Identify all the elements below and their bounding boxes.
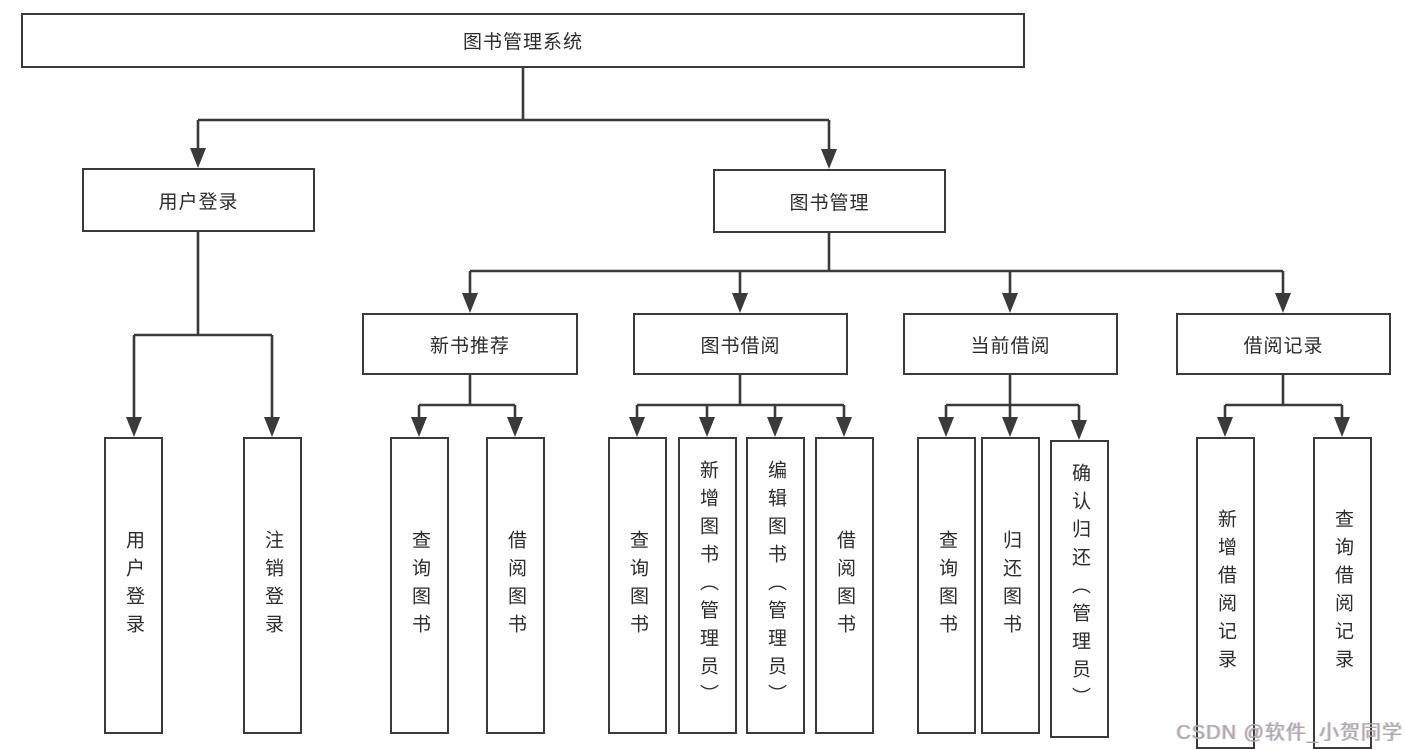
leaf-add-borrow-record: 新增借阅记录 <box>1196 437 1255 749</box>
leaf-query-books-current-label: 查询图书 <box>936 529 957 642</box>
node-book-borrow: 图书借阅 <box>633 313 848 375</box>
node-root: 图书管理系统 <box>21 13 1025 68</box>
leaf-edit-book-admin: 编辑图书（管理员） <box>746 437 805 734</box>
leaf-confirm-return-admin: 确认归还（管理员） <box>1050 440 1109 738</box>
leaf-user-login: 用户登录 <box>104 437 163 734</box>
node-user-login: 用户登录 <box>82 168 315 232</box>
leaf-query-books-recommend-label: 查询图书 <box>409 529 430 642</box>
leaf-add-book-admin: 新增图书（管理员） <box>678 437 737 734</box>
leaf-return-books: 归还图书 <box>981 437 1040 734</box>
leaf-logout: 注销登录 <box>243 437 302 734</box>
leaf-add-borrow-record-label: 新增借阅记录 <box>1215 509 1236 677</box>
node-new-book-recommend: 新书推荐 <box>362 313 578 375</box>
leaf-borrow-books-recommend-label: 借阅图书 <box>505 529 526 642</box>
leaf-confirm-return-admin-label: 确认归还（管理员） <box>1069 463 1090 715</box>
node-borrow-records: 借阅记录 <box>1176 313 1391 375</box>
leaf-borrow-books: 借阅图书 <box>815 437 874 734</box>
leaf-query-books-borrow-label: 查询图书 <box>627 529 648 642</box>
leaf-query-borrow-record: 查询借阅记录 <box>1313 437 1372 749</box>
leaf-borrow-books-label: 借阅图书 <box>834 529 855 642</box>
leaf-query-books-borrow: 查询图书 <box>608 437 667 734</box>
leaf-query-borrow-record-label: 查询借阅记录 <box>1332 509 1353 677</box>
leaf-query-books-current: 查询图书 <box>917 437 976 734</box>
leaf-borrow-books-recommend: 借阅图书 <box>486 437 545 734</box>
leaf-edit-book-admin-label: 编辑图书（管理员） <box>765 459 786 712</box>
leaf-query-books-recommend: 查询图书 <box>390 437 449 734</box>
node-book-management: 图书管理 <box>713 169 946 233</box>
leaf-add-book-admin-label: 新增图书（管理员） <box>697 459 718 712</box>
leaf-return-books-label: 归还图书 <box>1000 529 1021 642</box>
csdn-watermark: CSDN @软件_小贺同学 <box>1176 722 1403 744</box>
leaf-logout-label: 注销登录 <box>262 529 283 642</box>
node-current-borrow: 当前借阅 <box>903 313 1118 375</box>
leaf-user-login-label: 用户登录 <box>123 529 144 642</box>
